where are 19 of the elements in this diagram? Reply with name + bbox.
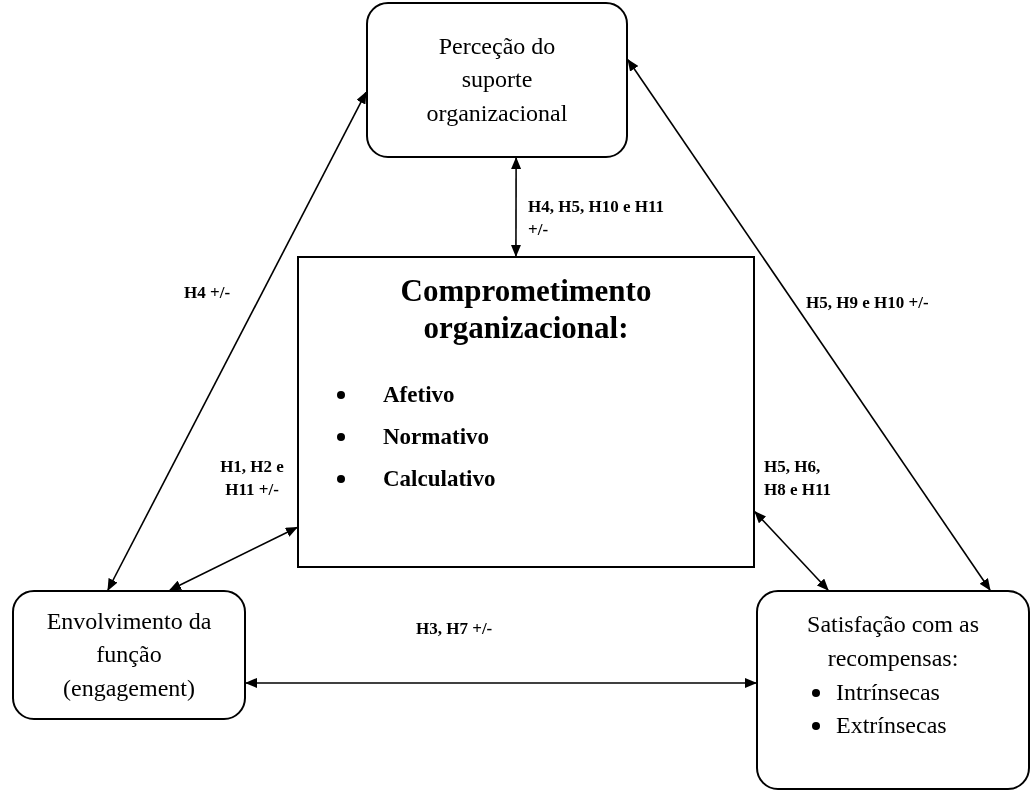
list-item: Afetivo — [383, 381, 455, 410]
double-arrow — [245, 677, 757, 688]
list-item: Calculativo — [383, 465, 496, 494]
double-arrow — [510, 157, 522, 257]
list-item: Extrínsecas — [836, 711, 947, 741]
rounded-box — [756, 590, 1030, 790]
node-heading: Comprometimento organizacional: — [399, 272, 653, 347]
list-item: Normativo — [383, 423, 490, 452]
node-text: Satisfação com as recompensas: — [806, 610, 980, 673]
rounded-box — [366, 2, 628, 158]
list-item: Intrínsecas — [836, 678, 940, 708]
rounded-box — [12, 590, 246, 720]
double-arrow — [107, 91, 367, 591]
box — [297, 256, 755, 568]
node-text: Envolvimento da função (engagement) — [45, 606, 213, 703]
node-text: Perceção do suporte organizacional — [425, 31, 569, 128]
double-arrow — [169, 526, 298, 591]
double-arrow — [627, 58, 991, 591]
double-arrow — [754, 511, 829, 591]
